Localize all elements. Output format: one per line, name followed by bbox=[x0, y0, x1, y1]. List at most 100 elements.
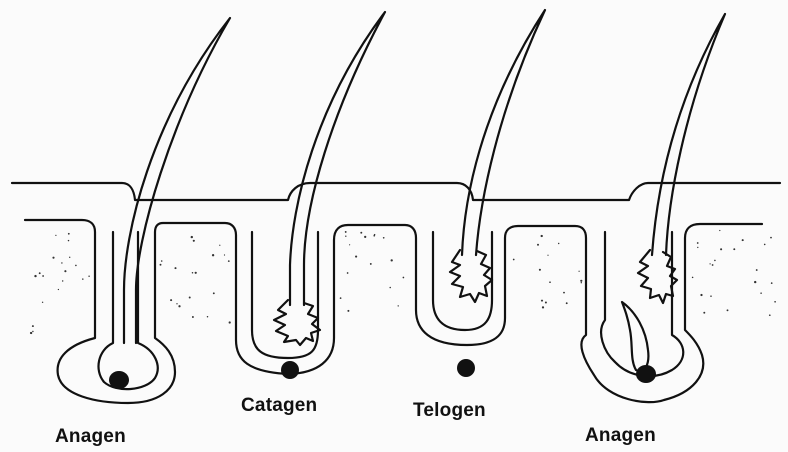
stipple-dot bbox=[398, 305, 399, 306]
stipple-dot bbox=[710, 295, 712, 297]
stipple-dot bbox=[581, 282, 582, 283]
stipple-dot bbox=[541, 300, 543, 302]
stage-label-anagen-1: Anagen bbox=[55, 426, 126, 448]
stage-label-anagen-2: Anagen bbox=[585, 425, 656, 447]
stipple-dot bbox=[539, 269, 541, 271]
skin-surface-line bbox=[12, 183, 780, 200]
hair-club-anagen bbox=[638, 250, 677, 303]
stipple-dot bbox=[580, 280, 582, 282]
stipple-dot bbox=[355, 256, 357, 258]
stipple-dot bbox=[39, 272, 41, 274]
stipple-dot bbox=[697, 242, 699, 244]
stipple-dot bbox=[178, 305, 180, 307]
dermal-papilla-catagen bbox=[281, 361, 299, 379]
stipple-dot bbox=[32, 331, 33, 332]
stipple-dot bbox=[714, 260, 716, 262]
stipple-dot bbox=[34, 275, 36, 277]
stipple-dot bbox=[75, 265, 77, 267]
dermal-papilla-telogen bbox=[457, 359, 475, 377]
stipple-dot bbox=[360, 232, 362, 234]
stipple-dot bbox=[742, 239, 744, 241]
stipple-dot bbox=[769, 314, 771, 316]
stipple-dot bbox=[347, 272, 349, 274]
stipple-dot bbox=[754, 281, 756, 283]
stipple-dot bbox=[193, 240, 195, 242]
stipple-dot bbox=[219, 245, 220, 246]
stipple-dot bbox=[771, 282, 773, 284]
stipple-dot bbox=[82, 278, 83, 279]
stipple-dot bbox=[42, 275, 44, 277]
stipple-dot bbox=[161, 260, 163, 262]
stipple-dot bbox=[547, 255, 548, 256]
hair-shaft-anagen-2 bbox=[652, 14, 725, 255]
stipple-dot bbox=[692, 277, 694, 279]
stipple-dot bbox=[770, 237, 772, 239]
stipple-dot bbox=[345, 231, 347, 233]
stipple-dot bbox=[727, 309, 729, 311]
stipple-dot bbox=[537, 244, 539, 246]
stipple-dot bbox=[513, 259, 515, 261]
stipple-dot bbox=[764, 244, 766, 246]
stipple-dot bbox=[389, 287, 391, 289]
stipple-dot bbox=[52, 257, 54, 259]
stipple-dot bbox=[549, 281, 551, 283]
stage-label-telogen: Telogen bbox=[413, 400, 486, 422]
stipple-dot bbox=[349, 244, 350, 245]
stipple-dot bbox=[61, 262, 62, 263]
stipple-dot bbox=[189, 297, 191, 299]
hair-shaft-anagen-1 bbox=[124, 18, 230, 343]
stipple-dot bbox=[160, 264, 162, 266]
dermal-papilla-anagen-2 bbox=[636, 365, 656, 383]
stipple-dot bbox=[207, 316, 208, 317]
stipple-dot bbox=[30, 332, 32, 334]
stipple-dot bbox=[68, 240, 69, 241]
stipple-dot bbox=[213, 292, 215, 294]
hair-shaft-telogen bbox=[462, 10, 545, 255]
stipple-dot bbox=[709, 263, 710, 264]
follicle-inner-wall-4 bbox=[601, 232, 683, 376]
stipple-dot bbox=[192, 316, 194, 318]
stipple-dot bbox=[224, 254, 225, 255]
stipple-dot bbox=[558, 243, 559, 244]
stipple-dot bbox=[541, 235, 543, 237]
stipple-dot bbox=[195, 272, 197, 274]
stipple-dot bbox=[383, 237, 385, 239]
stipple-dot bbox=[542, 306, 544, 308]
stipple-dot bbox=[62, 280, 63, 281]
hair-club-catagen bbox=[274, 300, 320, 345]
stipple-dot bbox=[545, 301, 547, 303]
stipple-dot bbox=[391, 259, 393, 261]
stipple-dot bbox=[760, 292, 762, 294]
stipple-dot bbox=[733, 248, 735, 250]
stipple-dot bbox=[229, 321, 231, 323]
stipple-dot bbox=[347, 310, 349, 312]
stipple-dot bbox=[373, 235, 375, 237]
stipple-dot bbox=[720, 248, 722, 250]
hair-shaft-catagen bbox=[290, 12, 385, 305]
stipple-dot bbox=[192, 272, 194, 274]
follicle-inner-wall-1 bbox=[98, 232, 157, 389]
stipple-dot bbox=[64, 270, 66, 272]
stipple-dot bbox=[228, 260, 230, 262]
stipple-dot bbox=[370, 263, 372, 265]
stipple-dot bbox=[68, 233, 70, 235]
stipple-dot bbox=[712, 264, 714, 266]
stipple-dot bbox=[32, 325, 34, 327]
stipple-dot bbox=[578, 271, 579, 272]
stage-label-catagen: Catagen bbox=[241, 395, 317, 417]
stipple-dot bbox=[364, 236, 366, 238]
stipple-dot bbox=[170, 299, 172, 301]
stipple-dot bbox=[55, 235, 56, 236]
stipple-dot bbox=[756, 269, 758, 271]
stipple-dot bbox=[697, 247, 698, 248]
stipple-dot bbox=[88, 276, 89, 277]
stipple-dot bbox=[340, 297, 342, 299]
stipple-dot bbox=[719, 230, 720, 231]
stipple-dot bbox=[700, 294, 702, 296]
hair-club-telogen bbox=[450, 250, 492, 302]
stipple-dot bbox=[774, 301, 776, 303]
stipple-dot bbox=[174, 267, 176, 269]
stipple-dot bbox=[58, 289, 59, 290]
